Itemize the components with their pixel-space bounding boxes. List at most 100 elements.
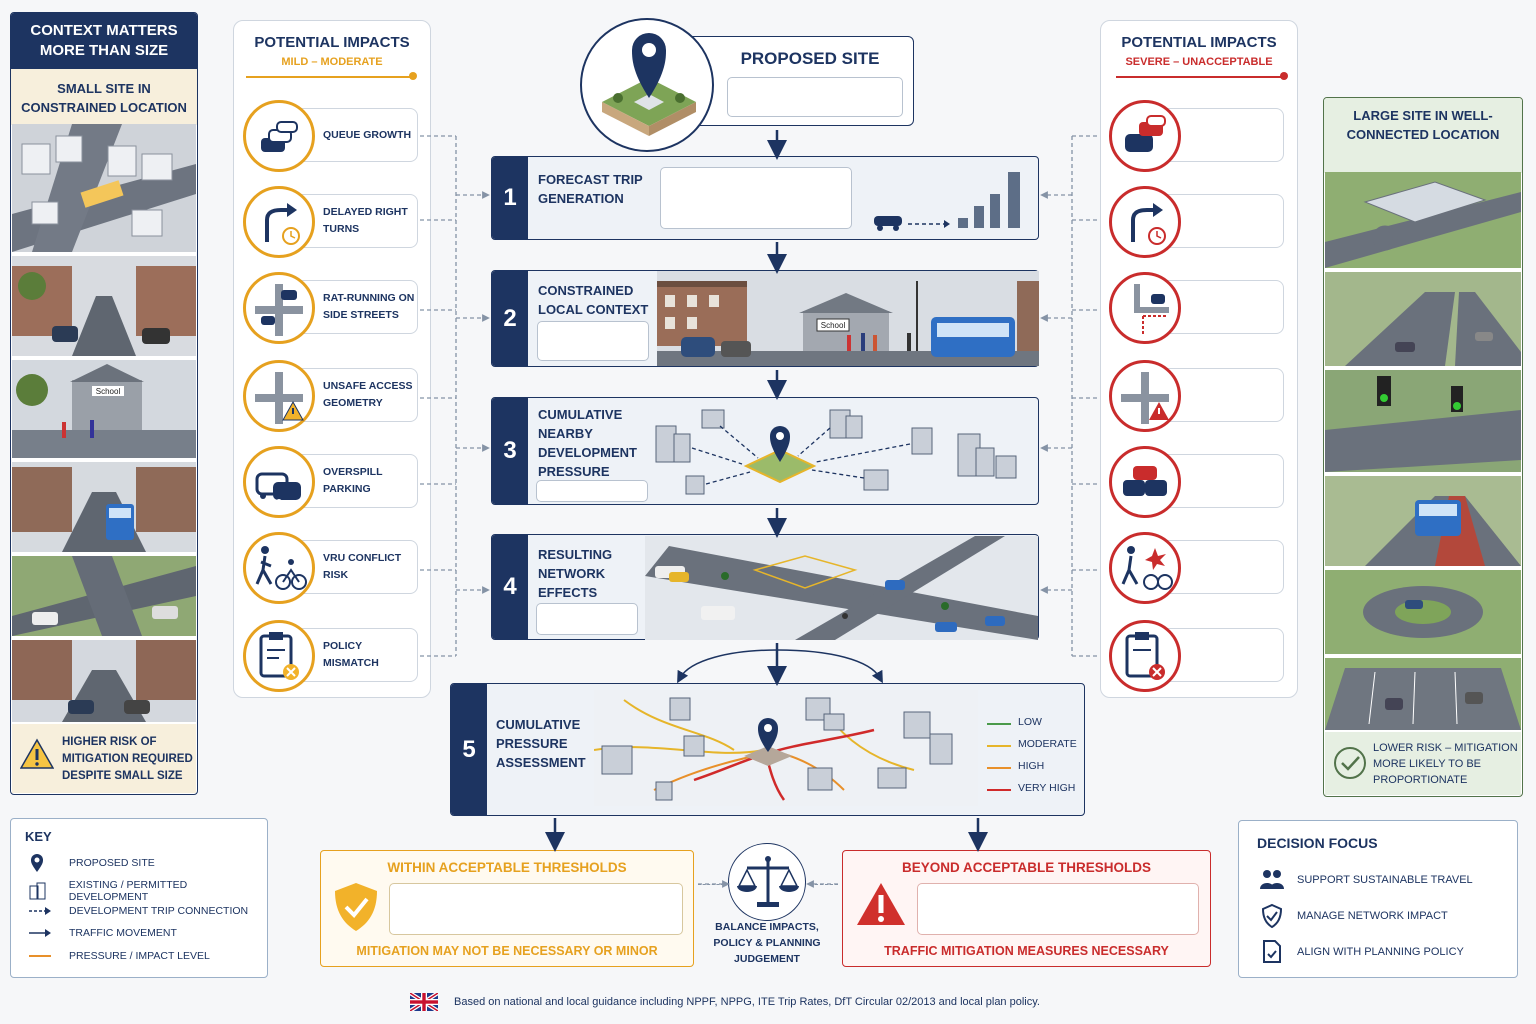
step-label: FORECAST TRIP GENERATION xyxy=(538,172,643,206)
context-title: CONTEXT MATTERS MORE THAN SIZE xyxy=(11,13,197,69)
within-footer: MITIGATION MAY NOT BE NECESSARY OR MINOR xyxy=(356,944,658,958)
severe-underline-dot xyxy=(1280,72,1288,80)
blocked-turn-icon xyxy=(1134,284,1169,336)
network-junction-graphic xyxy=(645,536,1038,640)
balance-badge xyxy=(728,843,806,921)
alert-triangle-icon xyxy=(857,883,905,925)
severe-underline xyxy=(1116,76,1284,78)
collision-cars-icon xyxy=(1125,115,1166,152)
trip-generation-input[interactable] xyxy=(660,167,852,229)
right-turn-clock-icon xyxy=(1131,203,1166,245)
pressure-map-graphic xyxy=(594,690,978,806)
legend-label: MODERATE xyxy=(1018,738,1077,750)
guidance-footnote: Based on national and local guidance inc… xyxy=(454,996,1040,1008)
mild-impact-label: DELAYED RIGHT TURNS xyxy=(323,206,408,235)
site-plot-icon xyxy=(602,33,696,136)
policy-conflict-icon xyxy=(1125,632,1165,680)
severe-impacts-subtitle: SEVERE – UNACCEPTABLE xyxy=(1125,56,1273,68)
legend-label: LOW xyxy=(1018,716,1042,728)
people-icon xyxy=(1260,870,1284,889)
legend-swatch xyxy=(987,767,1011,769)
school-sign: School xyxy=(96,387,121,396)
decision-item-network-impact: MANAGE NETWORK IMPACT xyxy=(1297,910,1448,922)
mild-impact-badge xyxy=(243,186,315,258)
severe-impact-badge xyxy=(1109,446,1181,518)
dashed-arrow-icon xyxy=(29,907,51,915)
legend-label: VERY HIGH xyxy=(1018,782,1076,794)
decision-focus-panel: DECISION FOCUS SUPPORT SUSTAINABLE TRAVE… xyxy=(1238,820,1518,978)
key-trip-connection: DEVELOPMENT TRIP CONNECTION xyxy=(69,905,249,917)
mild-impact-label: OVERSPILL PARKING xyxy=(323,466,383,495)
mild-underline-dot xyxy=(409,72,417,80)
balance-right-connector xyxy=(810,884,838,885)
buildings-icon xyxy=(29,882,46,900)
proposed-site-badge xyxy=(580,18,714,152)
shield-check-icon xyxy=(335,883,377,931)
cumulative-pressure-input[interactable] xyxy=(536,480,648,502)
step-label: CUMULATIVE PRESSURE ASSESSMENT xyxy=(496,717,586,770)
bus-lane-scene xyxy=(1325,476,1521,566)
check-circle-icon xyxy=(1334,747,1366,779)
beyond-title: BEYOND ACCEPTABLE THRESHOLDS xyxy=(901,860,1151,875)
small-site-risk-note: HIGHER RISK OF MITIGATION REQUIRED DESPI… xyxy=(12,724,196,793)
pedestrian-cyclist-icon xyxy=(255,546,307,590)
legend-label: HIGH xyxy=(1018,760,1045,772)
map-pin-icon xyxy=(31,854,43,872)
beyond-input[interactable] xyxy=(917,883,1199,935)
legend-swatch xyxy=(987,789,1011,791)
step-number: 5 xyxy=(451,684,487,815)
mild-impact-badge xyxy=(243,272,315,344)
severe-impact-badge xyxy=(1109,620,1181,692)
constrained-street-scene: School xyxy=(657,271,1039,366)
mild-impact-badge xyxy=(243,360,315,432)
mild-impact-badge xyxy=(243,100,315,172)
step-number: 1 xyxy=(492,157,528,239)
pressure-line-icon xyxy=(29,955,51,957)
network-effects-input[interactable] xyxy=(536,603,638,635)
signal-junction-scene xyxy=(1325,370,1521,472)
large-site-aerial-image xyxy=(1325,172,1521,268)
local-context-input[interactable] xyxy=(537,321,649,361)
school-scene: School xyxy=(12,360,196,458)
parked-street-scene xyxy=(12,640,196,722)
trip-growth-icon xyxy=(874,172,1020,231)
small-site-risk-text: HIGHER RISK OF MITIGATION REQUIRED DESPI… xyxy=(62,736,193,782)
within-input[interactable] xyxy=(389,883,683,935)
decision-item-sustainable-travel: SUPPORT SUSTAINABLE TRAVEL xyxy=(1297,874,1473,886)
key-panel: KEY PROPOSED SITE EXISTING / PERMITTED D… xyxy=(10,818,268,978)
proposed-site-box: PROPOSED SITE xyxy=(686,36,914,126)
roundabout-scene xyxy=(1325,570,1521,654)
mild-impact-label: VRU CONFLICT RISK xyxy=(323,552,402,581)
uk-flag-icon xyxy=(410,993,438,1011)
beyond-thresholds-panel: BEYOND ACCEPTABLE THRESHOLDS TRAFFIC MIT… xyxy=(842,850,1211,967)
large-site-risk-note: LOWER RISK – MITIGATION MORE LIKELY TO B… xyxy=(1325,732,1521,795)
mild-impact-label: POLICY MISMATCH xyxy=(323,640,379,669)
step-number: 4 xyxy=(492,535,528,639)
junction-warning-icon xyxy=(255,372,304,424)
decision-title: DECISION FOCUS xyxy=(1257,835,1378,851)
mild-impacts-title: POTENTIAL IMPACTS xyxy=(254,34,410,51)
school-sign-step2: School xyxy=(821,321,846,330)
key-traffic-movement: TRAFFIC MOVEMENT xyxy=(69,927,177,939)
step-number: 2 xyxy=(492,271,528,366)
key-pressure-level: PRESSURE / IMPACT LEVEL xyxy=(69,950,210,962)
queue-cars-icon xyxy=(261,121,298,152)
step-label: CUMULATIVE NEARBY DEVELOPMENT PRESSURE xyxy=(538,407,637,479)
mild-impact-badge xyxy=(243,620,315,692)
solid-arrow-icon xyxy=(29,929,51,937)
small-site-aerial-image xyxy=(12,124,196,252)
narrow-street-scene xyxy=(12,256,196,356)
balance-left-connector xyxy=(698,884,724,885)
proposed-site-input[interactable] xyxy=(727,77,903,117)
beyond-footer: TRAFFIC MITIGATION MEASURES NECESSARY xyxy=(884,944,1169,958)
mild-impacts-subtitle: MILD – MODERATE xyxy=(281,56,383,68)
warning-icon xyxy=(20,738,54,769)
step-number: 3 xyxy=(492,398,528,504)
mild-impact-badge xyxy=(243,446,315,518)
collision-pedestrian-cyclist-icon xyxy=(1121,546,1173,590)
junction-scene xyxy=(12,556,196,636)
key-title: KEY xyxy=(25,829,52,844)
step-3-box: 3 xyxy=(491,397,1039,505)
legend-swatch xyxy=(987,745,1011,747)
balance-label: BALANCE IMPACTS, POLICY & PLANNING JUDGE… xyxy=(713,921,821,965)
